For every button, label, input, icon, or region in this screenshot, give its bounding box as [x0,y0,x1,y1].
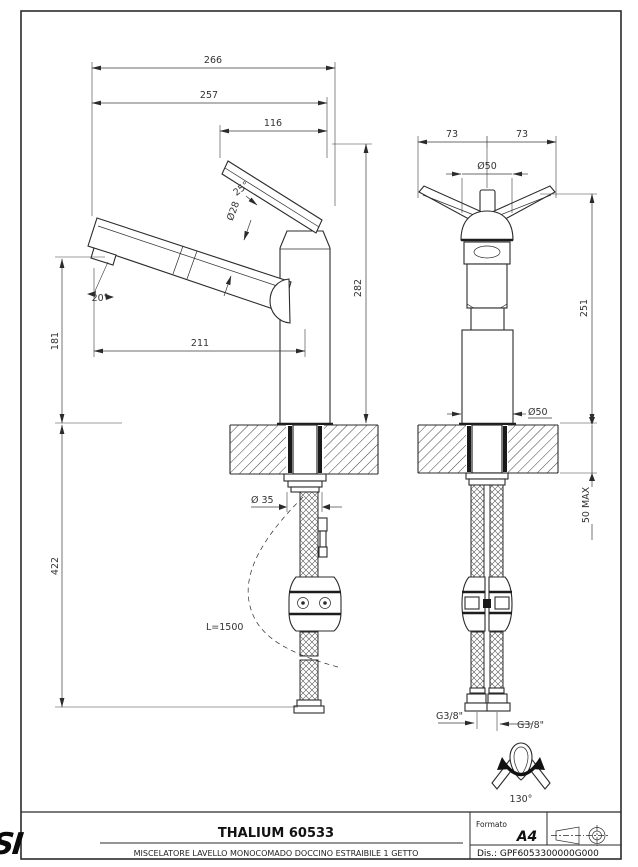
hose-weight-side [288,576,342,632]
dim-lever-left: 73 [446,129,458,140]
dim-total-depth: 266 [204,55,222,66]
pullout-spout [87,217,292,324]
format-value: A4 [516,829,538,845]
braided-hose-left [470,484,485,582]
dim-body-height: 251 [579,299,590,317]
dim-inlet-left: G3/8" [436,711,463,722]
dim-below-counter: 422 [50,557,61,575]
dim-counter-thickness: 50 MAX [581,486,592,523]
dim-top-diameter: Ø50 [477,161,497,172]
dim-spout-angle: 20° [92,293,109,304]
under-counter-front [461,472,513,712]
dim-head-length: 116 [264,118,282,129]
faucet-body-side [277,230,333,426]
braided-hose-right [489,484,504,582]
title-block: GESSI THALIUM 60533 MISCELATORE LAVELLO … [0,811,621,862]
weight-screw-icon [297,597,309,609]
aerator [90,247,117,266]
faucet-body-front [459,210,516,426]
drawing-number: Dis.: GPF6053300000G000 [477,849,599,859]
counter-front [417,424,559,474]
swivel-range-icon: 130° [491,742,551,805]
braided-hose-side [299,491,319,585]
dim-inlet-right: G3/8" [517,720,544,731]
weight-screw-icon [319,597,331,609]
dim-swivel-angle: 130° [510,794,533,805]
dim-spout-diameter: Ø28 [225,200,242,222]
dim-outlet-height: 181 [50,332,61,350]
counter-side [229,424,379,475]
dim-spout-top-height: 282 [353,279,364,297]
product-title: THALIUM 60533 [218,826,334,841]
front-view [417,185,559,712]
projection-symbol-icon [551,825,608,846]
under-counter-side [247,473,342,714]
extracted-hose-path [247,496,339,668]
page-border [20,10,622,860]
dim-hose-length: L=1500 [206,622,243,633]
format-label: Formato [476,820,507,829]
dim-lever-right: 73 [516,129,528,140]
dim-base-diameter: Ø50 [528,407,548,418]
product-subtitle: MISCELATORE LAVELLO MONOCOMADO DOCCINO E… [134,849,419,858]
lever-handle-side [221,160,323,234]
dim-spout-depth: 257 [200,90,218,101]
front-view-dimensions: 73 73 Ø50 251 Ø50 50 MAX G3/8" G [417,129,597,731]
side-view [87,160,379,714]
dim-reach: 211 [191,338,209,349]
dim-shank-diameter: Ø 35 [251,495,274,506]
